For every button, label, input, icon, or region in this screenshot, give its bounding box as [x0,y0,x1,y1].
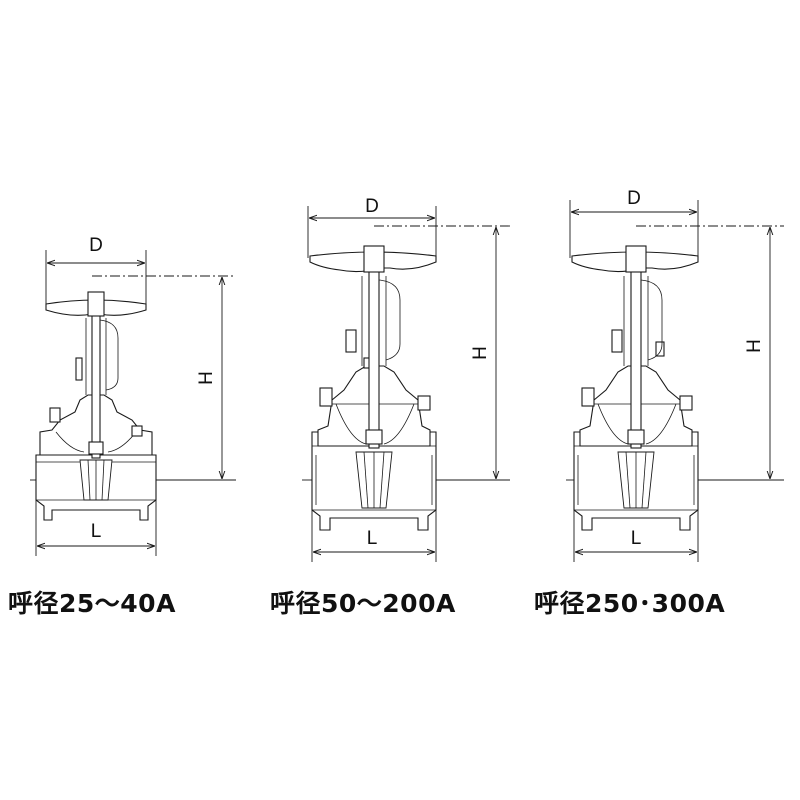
caption-medium: 呼径50～200A [270,589,456,618]
valve-medium-dim-l: L [367,528,378,549]
caption-small: 呼径25～40A [8,589,176,618]
valve-medium: D H L [302,196,510,562]
valve-large-stem [630,251,642,449]
valve-small-dim-d: D [89,235,103,256]
valve-large-dim-h: H [744,339,765,353]
valve-large-dim-l: L [631,528,642,549]
valve-small-dim-h: H [196,371,217,385]
valve-large: D H L [566,188,784,562]
valve-large-dim-d: D [627,188,641,209]
valve-medium-stem [368,251,380,449]
valve-small-dim-l: L [91,521,102,542]
valve-medium-dim-h: H [470,346,491,360]
valve-small: D H L [30,235,236,556]
caption-large: 呼径250･300A [534,589,726,618]
valve-medium-dim-d: D [365,196,379,217]
valve-small-stem [91,295,101,459]
